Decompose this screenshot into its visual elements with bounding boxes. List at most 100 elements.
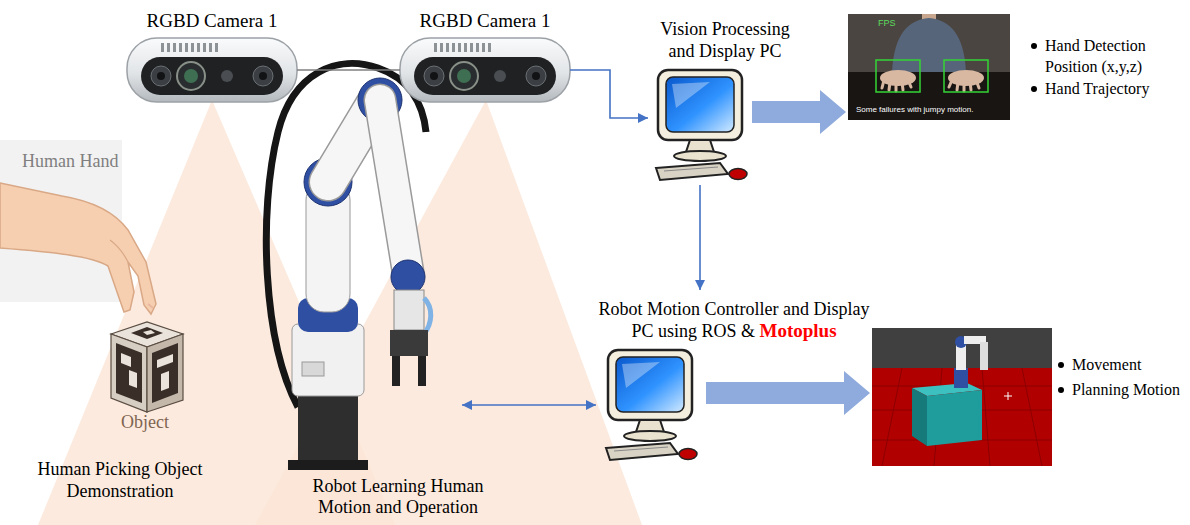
connector-line (699, 185, 701, 290)
demo-caption: Human Picking Object Demonstration (20, 458, 220, 502)
rviz-screenshot-image (927, 390, 982, 446)
rviz-screenshot-image (1004, 392, 1012, 400)
bullet-dot (1058, 387, 1064, 393)
scene-illustration (400, 38, 570, 102)
connector-line (462, 404, 596, 406)
hand-label: Human Hand (22, 150, 142, 172)
block-arrow (752, 90, 846, 134)
pc-label: Motoplus (759, 320, 836, 341)
rviz-screenshot-image (872, 328, 1052, 466)
scene-illustration (656, 70, 747, 180)
hand-detection-screenshot-image (949, 80, 979, 91)
fps-overlay: FPS (878, 18, 938, 29)
aruco-cube (143, 330, 155, 335)
human-hand-illustration (0, 183, 156, 314)
robot-arm-illustration (380, 100, 408, 272)
aruco-cube (129, 370, 137, 388)
bullet-text: Planning Motion (1072, 379, 1184, 400)
aruco-cube (111, 334, 147, 412)
robot-arm-illustration (302, 362, 324, 376)
bullet-text: Movement (1072, 354, 1184, 375)
bullet-dot (1031, 43, 1037, 49)
robot-arm-illustration (292, 324, 364, 396)
robot-arm-illustration (418, 356, 426, 386)
human-hand-illustration (110, 240, 128, 262)
pc-label: Vision Processing and Display PC (650, 18, 800, 62)
rgbd-camera: RGBD Camera 1 (127, 38, 297, 102)
hand-output-panel: Hand Detection Position (x,y,z)Hand Traj… (848, 14, 1188, 124)
rgbd-camera: RGBD Camera 1 (400, 38, 570, 102)
bullet-dot (1031, 86, 1037, 92)
bullet-text: Planning Motion (1072, 379, 1184, 400)
hand-detection-screenshot-image (892, 18, 966, 72)
camera-label: RGBD Camera 1 (380, 10, 590, 32)
camera-label: RGBD Camera 1 (380, 10, 590, 32)
robot-arm: Robot Learning Human Motion and Operatio… (258, 62, 458, 470)
connector-line (297, 69, 400, 71)
aruco-cube (131, 327, 163, 339)
hand-detection-screenshot-image (848, 14, 1010, 72)
robot-arm-illustration (266, 64, 430, 470)
robot-caption: Robot Learning Human Motion and Operatio… (298, 476, 498, 518)
camera-view-cones (255, 100, 642, 525)
aruco-cube (161, 371, 169, 391)
video-caption: Some failures with jumpy motion. (856, 104, 1006, 115)
controller-pc: Robot Motion Controller and Display PC u… (600, 348, 700, 460)
demo-caption: Human Picking Object Demonstration (20, 458, 220, 502)
robot-arm-illustration (391, 260, 425, 294)
camera-label: RGBD Camera 1 (107, 10, 317, 32)
hand-detection-screenshot-image (882, 80, 911, 91)
object-label: Object (95, 411, 195, 433)
aruco-cube (152, 343, 178, 403)
robot-arm-illustration (380, 100, 408, 272)
hand-detection-screenshot-image (848, 14, 1010, 120)
scene-illustration (606, 350, 697, 460)
robot-arm-illustration (298, 392, 358, 462)
motion-output-panel: MovementPlanning Motion (872, 328, 1188, 466)
aruco-cube (157, 354, 173, 368)
aruco-cube (116, 343, 142, 403)
robot-arm-illustration (392, 356, 400, 386)
robot-caption: Robot Learning Human Motion and Operatio… (298, 476, 498, 518)
human-hand-illustration (0, 140, 156, 314)
hand-detection-screenshot-image (848, 14, 1010, 120)
bullet-text: Hand Trajectory (1045, 78, 1185, 99)
robot-arm-illustration (424, 298, 431, 334)
vision-pc: Vision Processing and Display PC (650, 68, 750, 183)
hand-detection-screenshot-image (848, 72, 1010, 120)
robot-arm-illustration (390, 330, 428, 356)
bullet-text: Movement (1072, 354, 1184, 375)
connectors (297, 70, 870, 415)
video-caption: Some failures with jumpy motion. (856, 104, 1006, 115)
aruco-cube (111, 322, 183, 412)
bullet-text: Hand Trajectory (1045, 78, 1185, 99)
aruco-cube (121, 353, 131, 367)
rviz-screenshot-image (872, 368, 1052, 466)
object-cube: Object (103, 322, 187, 434)
fps-overlay: FPS (878, 18, 938, 29)
aruco-cube (147, 334, 183, 412)
rviz-screenshot-image (872, 328, 1052, 466)
rviz-screenshot-image (912, 388, 927, 446)
rviz-screenshot-image (872, 368, 1052, 466)
bullet-text: Hand Detection Position (x,y,z) (1045, 35, 1185, 77)
rviz-screenshot-image (980, 342, 988, 370)
rviz-screenshot-image (954, 368, 968, 388)
robot-arm-illustration (394, 290, 424, 330)
hand-label: Human Hand (22, 150, 142, 172)
hand-detection-screenshot-image (876, 60, 920, 92)
pc-label: Vision Processing and Display PC (650, 18, 800, 62)
block-arrow (706, 371, 870, 415)
bullet-text: Hand Detection Position (x,y,z) (1045, 35, 1185, 77)
bullet-dot (1058, 362, 1064, 368)
hand-detection-screenshot: FPS Some failures with jumpy motion. (848, 14, 1010, 120)
camera-label: RGBD Camera 1 (107, 10, 317, 32)
scene-illustration (127, 38, 297, 102)
pc-label: Robot Motion Controller and Display PC u… (596, 298, 872, 342)
object-label: Object (95, 411, 195, 433)
human-hand-illustration (0, 183, 156, 314)
connector-line (570, 70, 648, 118)
